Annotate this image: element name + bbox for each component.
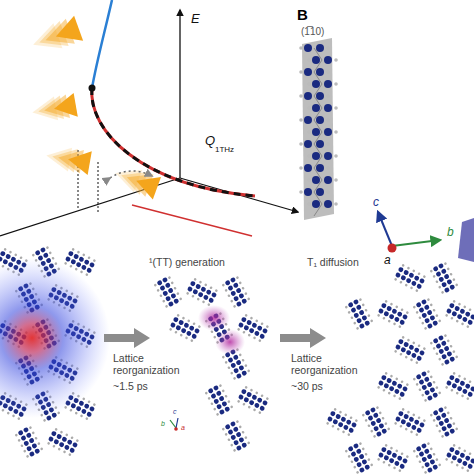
axis-label: c [172, 408, 178, 416]
plane-index: (1̅10) [300, 26, 325, 38]
process-arrow [280, 328, 326, 348]
time-label: ~30 ps [290, 380, 324, 392]
axis-label: Q [204, 134, 216, 149]
axis-label: a [383, 254, 392, 268]
process-label: Lattice reorganization [290, 352, 370, 376]
process-arrow [104, 328, 150, 348]
process-label: ¹(TT) generation [148, 256, 226, 268]
triplet-pair [198, 305, 230, 331]
exciton-cloud [0, 258, 110, 418]
axis-label: c [372, 196, 380, 210]
axis-label: E [190, 12, 201, 27]
process-label: Lattice reorganization [112, 352, 192, 376]
energy-diagram [0, 0, 298, 236]
axis-label: a [180, 424, 186, 432]
axis-subscript: 1THz [214, 145, 235, 154]
time-label: ~1.5 ps [112, 380, 149, 392]
axis-label: b [160, 420, 166, 428]
axis-label: b [446, 226, 455, 240]
process-label: T₁ diffusion [306, 256, 360, 268]
mini-axes [170, 418, 178, 431]
molecule-plane [299, 38, 474, 262]
panel-letter: B [296, 6, 309, 23]
triplet-pair [215, 329, 245, 355]
